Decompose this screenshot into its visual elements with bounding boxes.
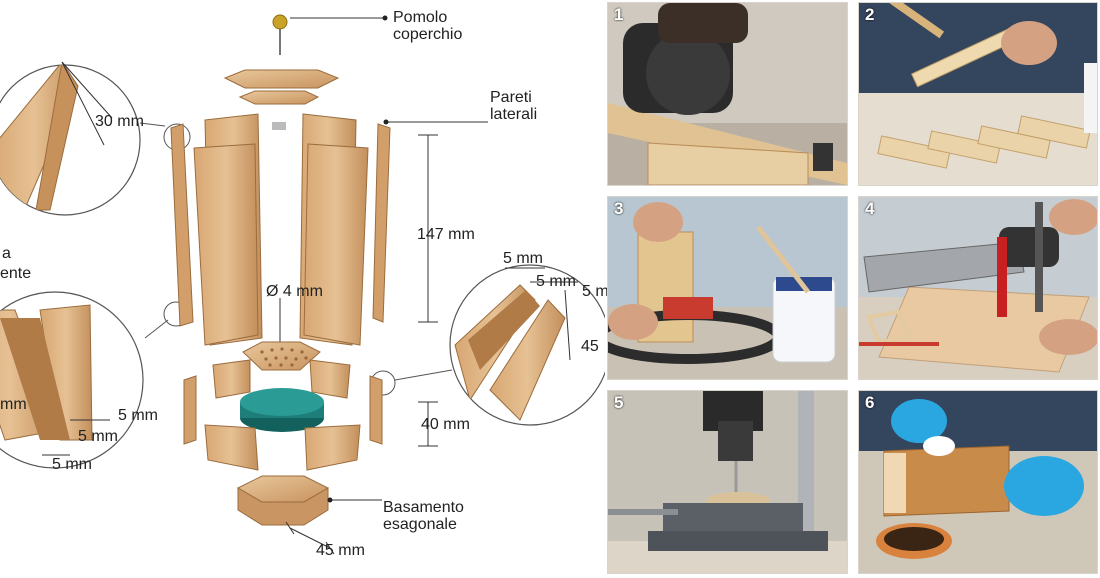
photo-1-number: 1 [614,5,624,24]
label-147mm: 147 mm [417,226,475,243]
photo-4-hand-saw: 4 [858,196,1098,380]
label-base: Basamento esagonale [383,499,464,533]
photo-5-number: 5 [614,393,624,412]
side-walls [170,113,391,346]
photo-2-brush-strips: 2 [858,2,1098,186]
photo-3-strap-clamp: 3 [607,196,848,380]
label-left-5mm-a: 5 mm [118,407,158,424]
label-40mm: 40 mm [421,416,470,433]
label-walls: Pareti laterali [490,89,538,123]
photo-1-circular-saw: 1 [607,2,848,186]
label-partial-ente: ente [0,265,32,282]
label-knob: Pomolo coperchio [393,9,463,43]
photo-3-number: 3 [614,199,624,218]
photo-4-number: 4 [865,199,875,218]
middle-ring [183,359,383,445]
label-45mm: 45 mm [316,542,365,559]
detail-circle-groove-left [0,291,189,469]
hex-lid-inner [238,90,320,105]
photo-6-number: 6 [865,393,875,412]
photo-5-drill-press: 5 [607,390,848,574]
label-30mm: 30 mm [95,113,144,130]
detail-circle-angle [0,61,191,216]
lower-ring [204,424,361,471]
photo-2-number: 2 [865,5,875,24]
photo-6-staining: 6 [858,390,1098,574]
sponge-disc [240,388,324,432]
perforated-hex-plate [242,341,321,371]
label-partial-mm: mm [0,396,27,413]
label-right-5mm-a: 5 mm [503,250,543,267]
label-right-5mm-b: 5 mm [536,273,576,290]
label-hole-diameter: Ø 4 mm [266,283,323,300]
exploded-diagram [0,14,605,555]
label-partial-a: a [2,245,11,262]
hex-base [236,475,330,526]
hex-lid [223,69,340,89]
label-right-45: 45 [581,338,599,355]
label-left-5mm-b: 5 mm [78,428,118,445]
label-right-5m: 5 m [582,283,609,300]
knob-lid [272,14,388,55]
label-left-5mm-c: 5 mm [52,456,92,473]
